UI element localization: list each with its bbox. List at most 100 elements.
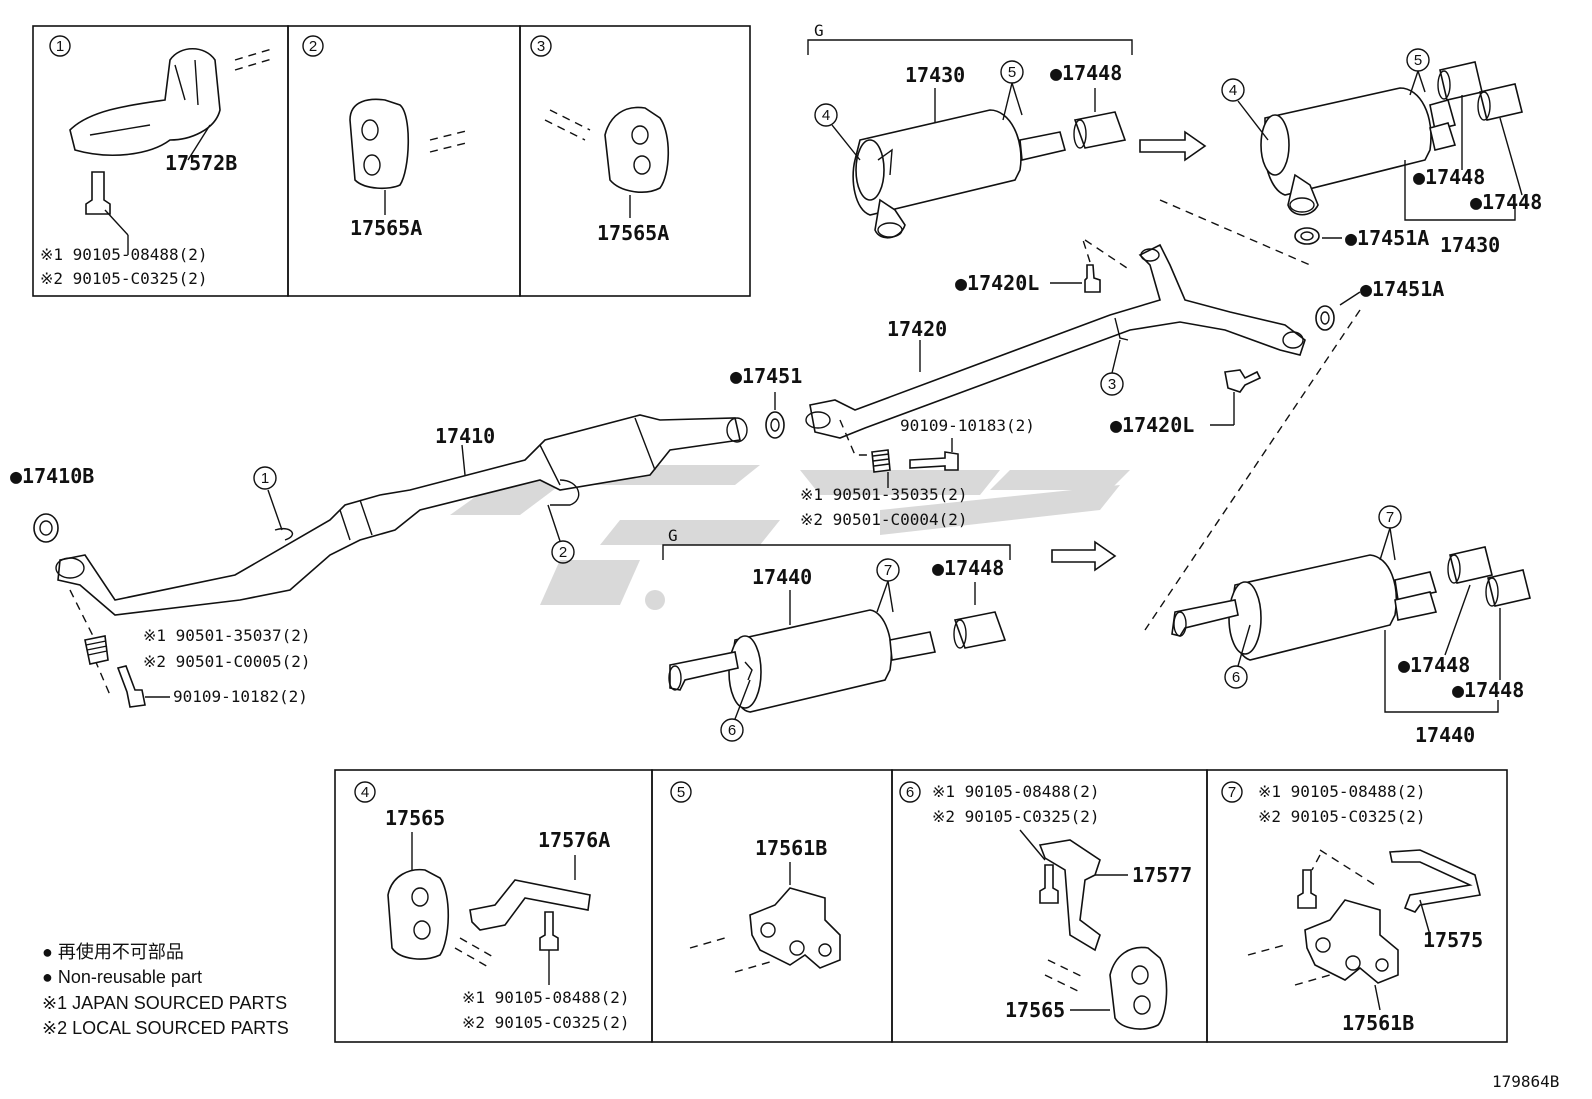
spring-note: ※2 90501-C0004(2) <box>800 510 968 529</box>
heat-insulator-part <box>69 47 221 156</box>
part-number-label: 17410 <box>435 424 495 448</box>
bolt-17420l-top: ●17420L <box>955 239 1131 295</box>
legend-item: ※2 LOCAL SOURCED PARTS <box>42 1018 289 1038</box>
hanger-part <box>349 98 410 190</box>
group-label: G <box>814 21 824 40</box>
callout-2: 2 <box>547 504 575 564</box>
center-pipe-part <box>809 243 1306 439</box>
legend-item: ● 再使用不可部品 <box>42 942 184 962</box>
part-number-label: 17430 <box>905 63 965 87</box>
bolt-note: ※2 90105-C0325(2) <box>462 1013 630 1032</box>
watermark-logo <box>450 465 1130 610</box>
callout-number: 2 <box>559 544 567 561</box>
part-number-label: 17576A <box>538 828 610 852</box>
callout-number: 7 <box>884 562 892 579</box>
part-number-label: 17572B <box>165 151 237 175</box>
part-number-label: ●17448 <box>1470 190 1542 214</box>
part-number-label: 17561B <box>755 836 827 860</box>
legend: ● 再使用不可部品 ● Non-reusable part ※1 JAPAN S… <box>42 942 289 1038</box>
part-number-label: ●17448 <box>1452 678 1524 702</box>
bolt-part <box>1039 864 1059 904</box>
gasket-part <box>33 513 59 543</box>
part-number-label: 17420 <box>887 317 947 341</box>
bolt-note: ※1 90105-08488(2) <box>462 988 630 1007</box>
hanger-part <box>387 868 450 960</box>
hanger-part <box>1304 899 1399 984</box>
callout-number: 4 <box>361 784 369 801</box>
bolt-note: 90109-10182(2) <box>173 687 308 706</box>
exhaust-tip-part <box>953 611 1007 649</box>
bolt-note: ※1 90105-08488(2) <box>40 245 208 264</box>
bolt-part <box>909 451 959 471</box>
callout-number: 6 <box>1232 669 1240 686</box>
callout-number: 2 <box>309 38 317 55</box>
callout-number: 5 <box>1414 52 1422 69</box>
gasket-part <box>1294 227 1320 245</box>
bolt-note: ※1 90105-08488(2) <box>1258 782 1426 801</box>
bolt-part <box>1297 869 1317 909</box>
arrow <box>1139 130 1207 162</box>
inset-1: 1 17572B ※1 90105-08488(2) ※2 90105-C032… <box>32 25 289 297</box>
bolt-note: 90109-10183(2) <box>900 416 1035 435</box>
exhaust-tip-part <box>1073 111 1127 149</box>
callout-number: 1 <box>261 470 269 487</box>
callout-number: 6 <box>728 722 736 739</box>
muffler-assembled-17430: 4 5 ●17448 ●17448 17430 ●17451A <box>1159 48 1542 266</box>
inset-6: 6 ※1 90105-08488(2) ※2 90105-C0325(2) 17… <box>891 769 1208 1043</box>
bolt-17420l-bottom: ●17420L <box>1110 369 1262 437</box>
inset-4: 4 17565 17576A ※1 90105-08488(2) ※2 9010… <box>334 769 653 1043</box>
bolt-note: ※1 90105-08488(2) <box>932 782 1100 801</box>
callout-number: 3 <box>537 38 545 55</box>
part-number-label: ●17451A <box>1345 226 1429 250</box>
part-number-label: 17575 <box>1423 928 1483 952</box>
part-number-label: 17577 <box>1132 863 1192 887</box>
inset-3: 3 17565A <box>519 25 751 297</box>
part-number-label: ●17410B <box>10 464 94 488</box>
center-pipe-17420: 17420 <box>805 243 1306 439</box>
gasket-part <box>765 411 785 439</box>
part-number-label: ●17448 <box>1413 165 1485 189</box>
part-number-label: 17561B <box>1342 1011 1414 1035</box>
front-pipe-17410: 17410 <box>55 414 748 616</box>
spring-part <box>84 635 109 665</box>
part-number-label: ●17420L <box>955 271 1039 295</box>
front-hardware: ※1 90501-35037(2) ※2 90501-C0005(2) 9010… <box>69 589 311 708</box>
callout-3: 3 <box>1100 339 1124 396</box>
gasket-17451: ●17451 <box>730 364 802 439</box>
legend-item: ● Non-reusable part <box>42 967 202 987</box>
callout-number: 3 <box>1108 376 1116 393</box>
part-number-label: 17565A <box>597 221 669 245</box>
bracket-part <box>469 879 591 931</box>
muffler-group-17430: G 17430 4 5 ●17448 <box>807 21 1207 239</box>
spring-note: ※2 90501-C0005(2) <box>143 652 311 671</box>
callout-number: 4 <box>1229 82 1237 99</box>
exhaust-tip-part <box>1487 569 1531 607</box>
mid-hardware: 90109-10183(2) ※1 90501-35035(2) ※2 9050… <box>800 416 1035 529</box>
spring-note: ※1 90501-35037(2) <box>143 626 311 645</box>
inset-2: 2 17565A <box>287 25 521 297</box>
callout-circle <box>49 35 71 57</box>
part-number-label: ●17448 <box>1050 61 1122 85</box>
part-number-label: 17565A <box>350 216 422 240</box>
front-pipe-part <box>57 414 741 616</box>
inset-7: 7 ※1 90105-08488(2) ※2 90105-C0325(2) 17… <box>1206 769 1508 1043</box>
muffler-assembled-17440: 7 6 ●17448 ●17448 17440 <box>1144 309 1531 747</box>
legend-item: ※1 JAPAN SOURCED PARTS <box>42 993 287 1013</box>
gasket-part <box>1315 305 1335 331</box>
arrow <box>1051 540 1117 572</box>
callout-number: 7 <box>1386 509 1394 526</box>
part-number-label: ●17451A <box>1360 277 1444 301</box>
bolt-part <box>1224 369 1262 393</box>
figure-id: 179864B <box>1492 1072 1559 1091</box>
callout-number: 1 <box>56 38 64 55</box>
bolt-part <box>539 911 559 951</box>
gasket-17451a: ●17451A <box>1315 277 1444 331</box>
muffler-group-17440: G 17440 7 6 ●17448 <box>662 526 1117 742</box>
bolt-part <box>1084 264 1101 293</box>
part-number-label: 17430 <box>1440 233 1500 257</box>
bolt-note: ※2 90105-C0325(2) <box>40 269 208 288</box>
bolt-part <box>85 171 111 215</box>
bracket-part <box>1038 839 1101 952</box>
part-number-label: 17440 <box>1415 723 1475 747</box>
